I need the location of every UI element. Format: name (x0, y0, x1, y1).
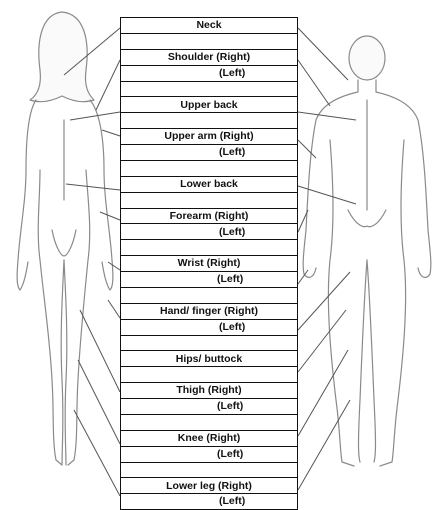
leader-line (66, 184, 120, 190)
row-blank (121, 288, 297, 304)
row-lower-back: Lower back (121, 177, 297, 193)
leader-line (298, 140, 316, 158)
leader-line (70, 112, 120, 120)
leader-line (298, 272, 350, 330)
male-figure-back-view (303, 36, 431, 466)
row-neck: Neck (121, 18, 297, 34)
row-forearm-left: (Left) (121, 224, 297, 240)
row-forearm-right: Forearm (Right) (121, 209, 297, 225)
row-blank (121, 34, 297, 50)
row-lower-leg-right: Lower leg (Right) (121, 478, 297, 494)
leader-line (298, 28, 348, 80)
leader-line (102, 130, 120, 136)
row-upper-back: Upper back (121, 97, 297, 113)
row-blank (121, 367, 297, 383)
row-knee-right: Knee (Right) (121, 431, 297, 447)
row-blank (121, 463, 297, 479)
row-knee-left: (Left) (121, 447, 297, 463)
row-blank (121, 161, 297, 177)
leader-line (74, 410, 120, 496)
leader-line (298, 60, 330, 106)
row-blank (121, 415, 297, 431)
leader-line (96, 60, 120, 110)
leader-line (298, 112, 356, 120)
leader-line (80, 310, 120, 392)
row-hips-buttock: Hips/ buttock (121, 351, 297, 367)
row-blank (121, 240, 297, 256)
row-upper-arm-right: Upper arm (Right) (121, 129, 297, 145)
row-blank (121, 82, 297, 98)
row-hand-finger-left: (Left) (121, 320, 297, 336)
leader-line (298, 310, 346, 372)
leader-line (298, 186, 356, 204)
female-figure-back-view (17, 12, 113, 465)
row-thigh-left: (Left) (121, 399, 297, 415)
leader-line (298, 400, 350, 490)
row-hand-finger-right: Hand/ finger (Right) (121, 304, 297, 320)
row-wrist-left: (Left) (121, 272, 297, 288)
leader-line (100, 212, 120, 220)
row-shoulder-right: Shoulder (Right) (121, 50, 297, 66)
leader-line (108, 262, 120, 270)
leader-line (78, 360, 120, 444)
row-wrist-right: Wrist (Right) (121, 256, 297, 272)
row-lower-leg-left: (Left) (121, 494, 297, 510)
row-shoulder-left: (Left) (121, 66, 297, 82)
row-blank (121, 336, 297, 352)
body-part-table: Neck Shoulder (Right) (Left) Upper back … (120, 17, 298, 510)
row-blank (121, 193, 297, 209)
row-upper-arm-left: (Left) (121, 145, 297, 161)
row-thigh-right: Thigh (Right) (121, 383, 297, 399)
leader-line (108, 300, 120, 318)
row-blank (121, 113, 297, 129)
